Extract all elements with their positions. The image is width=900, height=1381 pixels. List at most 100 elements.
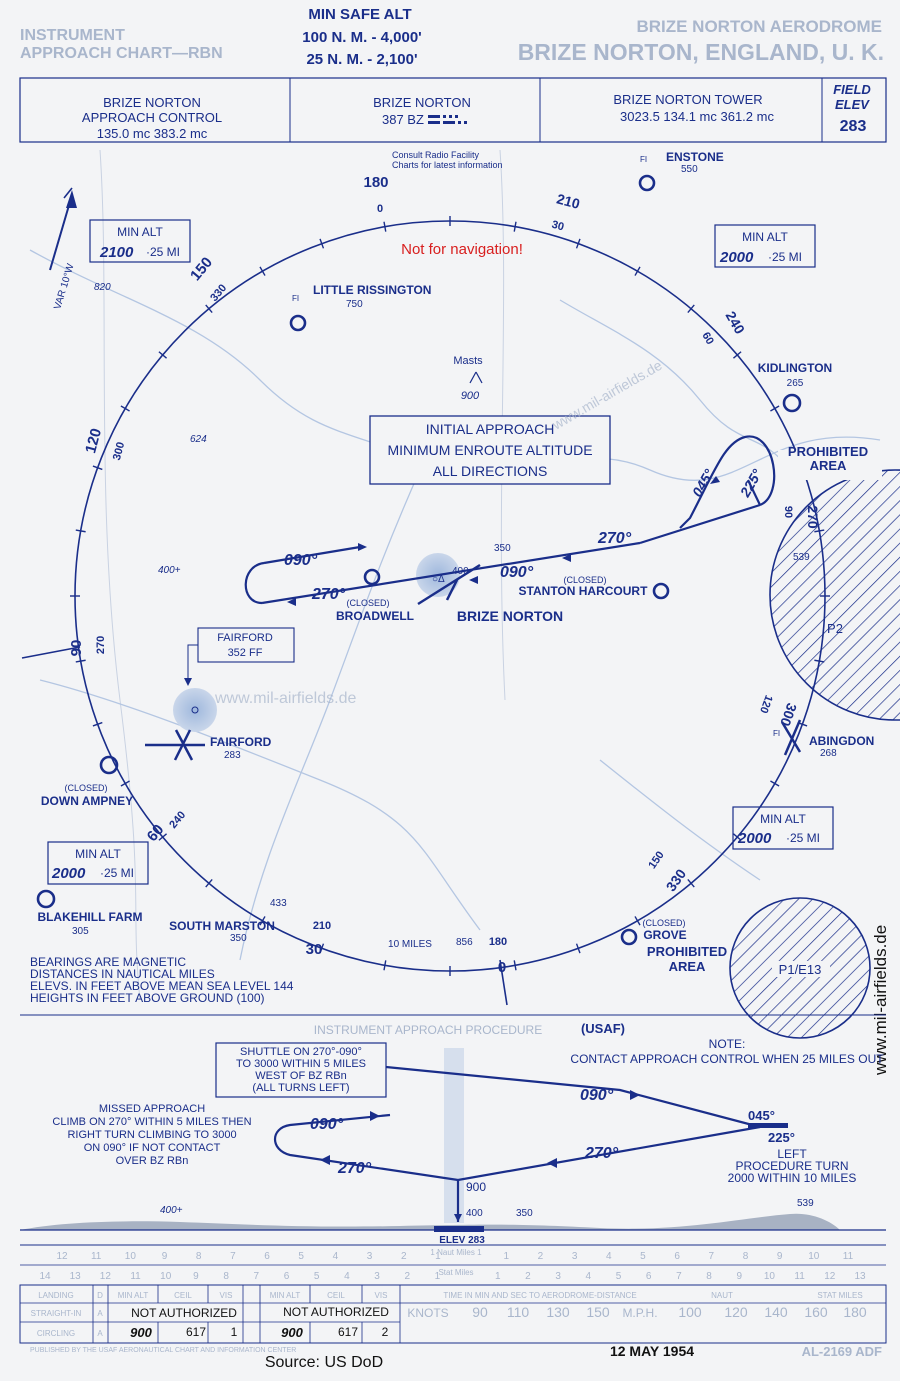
svg-text:617: 617 — [186, 1325, 206, 1339]
scale-mark: 8 — [196, 1251, 202, 1262]
fairford-label: FAIRFORD — [210, 735, 272, 749]
scale-mark: 11 — [843, 1251, 854, 1262]
brize-norton-label: BRIZE NORTON — [457, 608, 563, 624]
speed-cell: 100 — [678, 1304, 702, 1320]
svg-text:750: 750 — [346, 299, 363, 310]
scale-mark: 1 — [435, 1271, 441, 1282]
svg-text:539: 539 — [793, 552, 810, 563]
svg-text:P1/E13: P1/E13 — [779, 962, 822, 977]
scale-mark: 1 — [435, 1251, 441, 1262]
svg-text:0: 0 — [498, 959, 506, 976]
svg-text:090°: 090° — [580, 1087, 614, 1104]
scale-mark: 2 — [538, 1251, 544, 1262]
svg-text:240: 240 — [167, 809, 188, 831]
scale-mark: 10 — [764, 1271, 776, 1282]
plan-view: VAR 10°W MIN ALT 2100 ·25 MI MIN ALT 200… — [21, 149, 900, 1039]
circle-tick — [120, 780, 130, 787]
svg-text:A: A — [97, 1309, 103, 1318]
scale-mark: 12 — [824, 1271, 836, 1282]
scale-mark: 2 — [525, 1271, 531, 1282]
svg-text:MIN ALT: MIN ALT — [75, 847, 121, 861]
scale-mark: 11 — [794, 1271, 805, 1282]
svg-text:433: 433 — [270, 898, 287, 909]
magnetic-variation-arrow: VAR 10°W — [49, 190, 77, 311]
speed-cell: 120 — [724, 1304, 748, 1320]
watermark-fairford: www.mil-airfields.de — [214, 690, 356, 707]
morse-bz-icon — [428, 115, 467, 124]
svg-text:60: 60 — [699, 330, 716, 347]
svg-text:·25 MI: ·25 MI — [100, 866, 134, 880]
scale-mark: 11 — [130, 1271, 141, 1282]
svg-text:090°: 090° — [284, 552, 318, 569]
svg-text:045°: 045° — [748, 1108, 775, 1123]
scale-mark: 12 — [56, 1251, 68, 1262]
circle-tick — [687, 878, 695, 888]
profile-title: INSTRUMENT APPROACH PROCEDURE — [314, 1023, 542, 1037]
scale-mark: 9 — [736, 1271, 742, 1282]
scale-mark: 8 — [706, 1271, 712, 1282]
scale-mark: 5 — [298, 1251, 304, 1262]
svg-text:0: 0 — [377, 203, 383, 215]
circle-tick — [158, 351, 168, 359]
circle-tick — [92, 721, 103, 727]
enstone-label: ENSTONE — [666, 150, 724, 164]
scale-mark: 3 — [555, 1271, 561, 1282]
approach-control-freqs: 135.0 mc 383.2 mc — [97, 126, 208, 141]
source-credit: Source: US DoD — [265, 1354, 383, 1371]
scale-mark: 9 — [193, 1271, 199, 1282]
scale-mark: 9 — [777, 1251, 783, 1262]
profile-note: NOTE:CONTACT APPROACH CONTROL WHEN 25 MI… — [570, 1037, 884, 1066]
circle-tick — [575, 238, 581, 249]
scale-mark: 6 — [264, 1251, 270, 1262]
table-header-cell: VIS — [220, 1291, 233, 1300]
little-rissington-airfield-icon — [289, 314, 307, 332]
scale-mark: 4 — [586, 1271, 592, 1282]
scale-mark: 1 — [503, 1251, 509, 1262]
little-rissington-label: LITTLE RISSINGTON — [313, 283, 431, 297]
svg-text:STRAIGHT-IN: STRAIGHT-IN — [31, 1309, 82, 1318]
speed-cell: 180 — [843, 1304, 867, 1320]
svg-text:FI: FI — [773, 729, 780, 738]
svg-text:330: 330 — [663, 866, 690, 894]
circle-tick — [687, 304, 695, 314]
circle-tick — [770, 780, 780, 787]
blakehill-farm-label: BLAKEHILL FARM — [37, 910, 142, 924]
table-header-cell: MIN ALT — [118, 1291, 149, 1300]
svg-text:900: 900 — [281, 1325, 303, 1340]
svg-text:A: A — [97, 1329, 103, 1338]
svg-text:30: 30 — [306, 941, 323, 958]
min-alt-box-se: MIN ALT 2000 ·25 MI — [732, 806, 834, 850]
field-elev-value: 283 — [840, 118, 867, 135]
svg-text:FI: FI — [640, 155, 647, 164]
circle-tick — [770, 405, 780, 412]
circle-tick — [158, 833, 168, 841]
tower-freqs: 3023.5 134.1 mc 361.2 mc — [620, 109, 774, 124]
svg-text:090°: 090° — [500, 564, 534, 581]
enstone-airfield-icon — [638, 174, 656, 192]
circle-tick — [732, 351, 742, 359]
svg-text:350: 350 — [516, 1208, 533, 1219]
aerodrome-name: BRIZE NORTON AERODROME — [636, 17, 882, 36]
circle-tick — [575, 943, 581, 954]
svg-text:30: 30 — [550, 219, 565, 234]
scale-mark: 7 — [676, 1271, 682, 1282]
circle-tick — [634, 916, 641, 926]
svg-text:(CLOSED): (CLOSED) — [563, 575, 606, 585]
svg-text:225°: 225° — [736, 466, 765, 500]
scale-mark: 4 — [606, 1251, 612, 1262]
not-authorized-2: NOT AUTHORIZED — [283, 1305, 389, 1319]
beacon-symbol: ○Δ — [432, 574, 445, 585]
svg-text:900: 900 — [130, 1325, 152, 1340]
table-header-cell: VIS — [375, 1291, 388, 1300]
chart-date: 12 MAY 1954 — [610, 1343, 694, 1359]
